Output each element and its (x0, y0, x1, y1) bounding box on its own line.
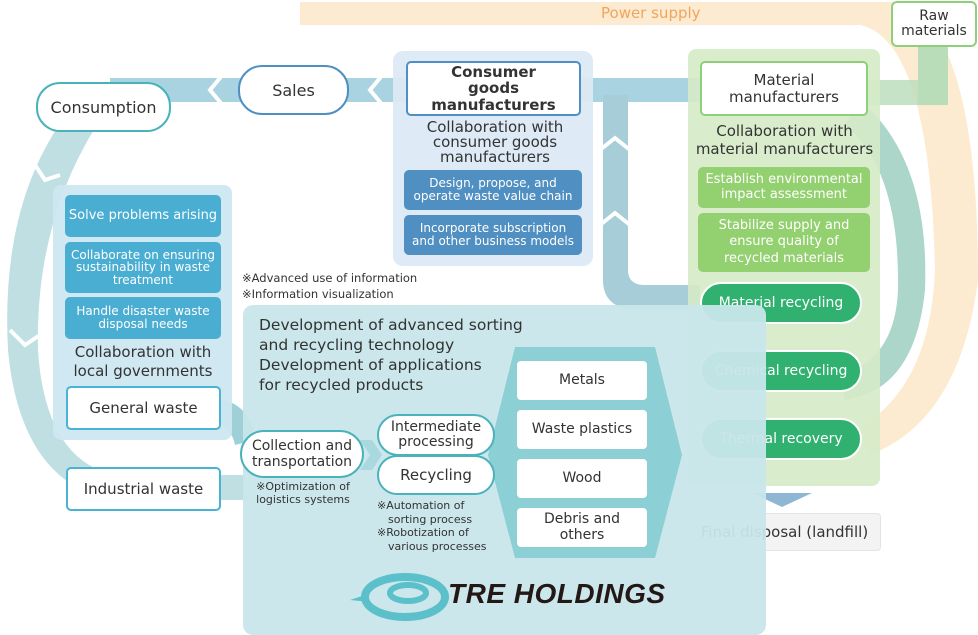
material-item: Stabilize supply and ensure quality of r… (698, 213, 870, 272)
material-type: Debris and others (517, 508, 647, 547)
local-gov-item: Collaborate on ensuring sustainability i… (65, 242, 221, 293)
collection-note-line: logistics systems (256, 493, 350, 506)
info-note: ※Advanced use of information (242, 271, 418, 285)
material-type: Wood (517, 459, 647, 498)
consumer-item: Design, propose, and operate waste value… (404, 170, 582, 210)
material-type: Metals (517, 361, 647, 400)
consumption-node: Consumption (36, 82, 171, 132)
collection-note-line: ※Optimization of (256, 480, 350, 493)
material-title: Material manufacturers (700, 61, 868, 116)
tre-logo-icon (350, 573, 449, 621)
tre-logo-text: TRE HOLDINGS (448, 578, 666, 609)
process-note-line: various processes (388, 539, 487, 553)
consumer-goods-title: Consumer goods manufacturers (406, 61, 581, 116)
industrial-waste-box: Industrial waste (66, 467, 221, 511)
material-item: Establish environmental impact assessmen… (698, 167, 870, 208)
collection-node: Collection and transportation (240, 430, 364, 478)
local-gov-item: Handle disaster waste disposal needs (65, 297, 221, 339)
process-note-line: ※Robotization of (377, 526, 469, 539)
sales-node: Sales (238, 65, 349, 115)
local-gov-collab: Collaboration with local governments (73, 343, 213, 380)
right-recycle-arc (840, 100, 926, 400)
raw-materials-box: Raw materials (891, 1, 977, 47)
consumer-item: Incorporate subscription and other busin… (404, 215, 582, 255)
general-waste-box: General waste (66, 386, 221, 430)
development-line: Development of advanced sorting (259, 316, 523, 334)
up-blue-arrow (603, 95, 700, 310)
process-note-line: sorting process (388, 512, 473, 526)
material-type: Waste plastics (517, 410, 647, 449)
collection-note: ※Optimization of logistics systems (248, 480, 358, 506)
recycling-node: Recycling (377, 455, 495, 495)
final-disposal-arrow (752, 493, 812, 507)
info-note: ※Information visualization (242, 287, 394, 301)
local-gov-item: Solve problems arising (65, 195, 221, 237)
intermediate-processing-node: Intermediate processing (377, 414, 495, 456)
power-supply-arrow (300, 2, 978, 455)
power-supply-label: Power supply (601, 4, 701, 22)
consumer-goods-collab: Collaboration with consumer goods manufa… (426, 118, 564, 166)
material-collab: Collaboration with material manufacturer… (695, 122, 874, 158)
development-line: for recycled products (259, 376, 424, 394)
development-line: Development of applications (259, 356, 482, 374)
process-notes: ※Automation of sorting process ※Robotiza… (377, 499, 487, 553)
development-line: and recycling technology (259, 336, 455, 354)
process-note-line: ※Automation of (377, 499, 465, 512)
